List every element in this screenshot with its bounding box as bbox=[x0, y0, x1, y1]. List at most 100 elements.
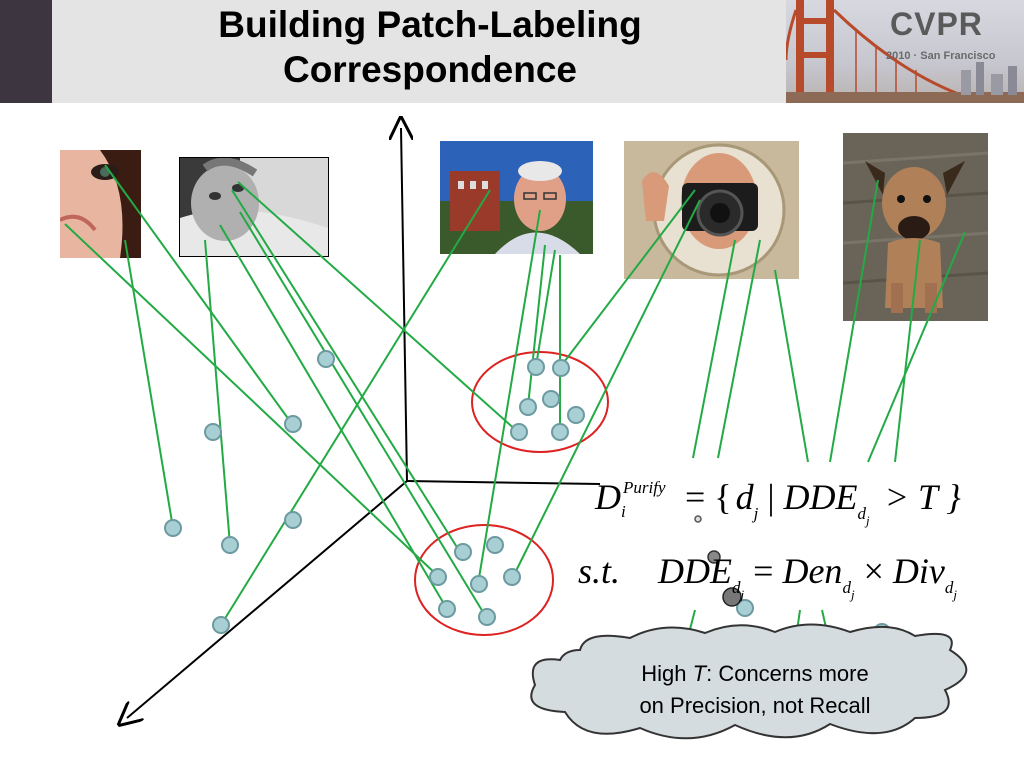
link-line bbox=[692, 239, 736, 459]
formula-dde-sub: d bbox=[857, 504, 867, 523]
photo-smiling-man bbox=[440, 141, 593, 254]
callout-suffix: : Concerns more bbox=[706, 661, 869, 686]
link-line bbox=[894, 239, 921, 463]
axis-horizontal bbox=[406, 480, 601, 485]
feature-point bbox=[527, 358, 545, 376]
link-line bbox=[104, 164, 293, 425]
formula-dde-subsub: j bbox=[866, 513, 870, 528]
link-line bbox=[867, 231, 966, 463]
axis-vertical bbox=[401, 128, 407, 482]
formula-div-subsub: j bbox=[953, 587, 957, 602]
feature-point bbox=[736, 599, 754, 617]
feature-point bbox=[317, 350, 335, 368]
formula-div-sub: d bbox=[944, 578, 954, 597]
cvpr-logo bbox=[786, 0, 1024, 103]
feature-point bbox=[284, 511, 302, 529]
face-photo-icon bbox=[60, 150, 141, 258]
feature-point bbox=[510, 423, 528, 441]
feature-point bbox=[470, 575, 488, 593]
feature-points bbox=[164, 350, 891, 641]
formula-times: × bbox=[854, 551, 893, 591]
link-line bbox=[231, 189, 461, 553]
link-line bbox=[527, 244, 546, 407]
link-line bbox=[239, 211, 487, 618]
photo-child-bed bbox=[179, 157, 329, 257]
link-line bbox=[124, 239, 174, 529]
thought-dot bbox=[722, 587, 742, 607]
feature-point bbox=[284, 415, 302, 433]
formula-bar: | bbox=[758, 477, 784, 517]
link-line bbox=[774, 269, 809, 463]
thought-bubble-dots bbox=[694, 515, 742, 607]
feature-point bbox=[221, 536, 239, 554]
formula-constraint: s.t.DDEdj = Dendj × Divdj bbox=[578, 550, 957, 603]
cluster-circle-lower bbox=[414, 524, 554, 636]
formula-eq: = bbox=[744, 551, 783, 591]
formula-dde-subsub: j bbox=[740, 587, 745, 602]
formula-lhs: D bbox=[595, 477, 621, 517]
feature-point bbox=[204, 423, 222, 441]
link-line bbox=[219, 224, 448, 610]
formula-den: Den bbox=[782, 551, 843, 591]
formula-lhs-sub: i bbox=[621, 502, 626, 521]
correspondence-lines bbox=[64, 164, 966, 646]
formula-den-sub: d bbox=[842, 578, 851, 597]
title-accent-bar bbox=[0, 0, 52, 103]
link-line bbox=[220, 189, 491, 626]
callout-text: High T: Concerns more on Precision, not … bbox=[590, 658, 920, 722]
thought-dot bbox=[707, 550, 721, 564]
formula-gt: > T } bbox=[875, 477, 961, 517]
photo-puppy bbox=[843, 133, 988, 321]
feature-point bbox=[438, 600, 456, 618]
face-photo-icon bbox=[440, 141, 593, 254]
feature-point bbox=[429, 568, 447, 586]
feature-point bbox=[486, 536, 504, 554]
link-line bbox=[477, 209, 541, 585]
formula-d-sub: j bbox=[753, 504, 759, 523]
formula-st: s.t. bbox=[578, 551, 621, 591]
thought-dot bbox=[694, 515, 702, 523]
feature-point bbox=[551, 423, 569, 441]
callout-prefix: High bbox=[641, 661, 693, 686]
formula-dde: DDE bbox=[783, 477, 858, 517]
callout-line1: High T: Concerns more bbox=[590, 658, 920, 690]
camera-photo-icon bbox=[624, 141, 799, 279]
slide-title-line2: Correspondence bbox=[282, 49, 577, 90]
feature-point bbox=[519, 398, 537, 416]
formula-eq: = { bbox=[685, 477, 732, 517]
cvpr-logo-text: CVPR bbox=[890, 6, 983, 42]
slide-title-line1: Building Patch-Labeling bbox=[218, 4, 642, 45]
feature-point bbox=[478, 608, 496, 626]
link-line bbox=[512, 199, 701, 578]
formula-d: d bbox=[735, 477, 754, 517]
cluster-circle-upper bbox=[471, 351, 609, 453]
formula-dde: DDE bbox=[658, 551, 733, 591]
link-line bbox=[557, 189, 696, 371]
callout-line2: on Precision, not Recall bbox=[639, 693, 871, 718]
photo-camera-reflection bbox=[624, 141, 799, 279]
feature-point bbox=[212, 616, 230, 634]
cvpr-logo-subtitle: 2010 · San Francisco bbox=[886, 50, 996, 62]
axis-depth bbox=[127, 480, 408, 718]
formula-div: Div bbox=[892, 551, 945, 591]
formula-lhs-sup: Purify bbox=[623, 478, 666, 497]
link-line bbox=[237, 181, 519, 433]
feature-point bbox=[567, 406, 585, 424]
feature-point bbox=[164, 519, 182, 537]
face-photo-icon bbox=[180, 158, 328, 256]
callout-variable: T bbox=[692, 661, 707, 686]
photo-girl-eye bbox=[60, 150, 141, 258]
link-line bbox=[829, 179, 879, 463]
feature-point bbox=[503, 568, 521, 586]
link-line bbox=[204, 239, 231, 546]
formula-den-subsub: j bbox=[850, 587, 855, 602]
link-line bbox=[717, 239, 761, 459]
golden-gate-bridge-icon bbox=[786, 0, 1024, 103]
feature-point bbox=[542, 390, 560, 408]
feature-point bbox=[454, 543, 472, 561]
dog-photo-icon bbox=[843, 133, 988, 321]
formula-dde-sub: d bbox=[732, 578, 741, 597]
feature-point bbox=[552, 359, 570, 377]
